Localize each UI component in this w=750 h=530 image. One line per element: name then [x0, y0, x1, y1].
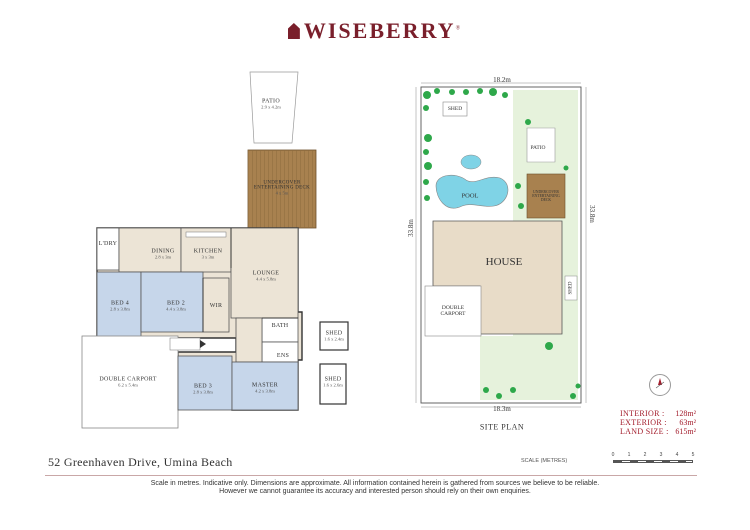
scale-tick: 1: [627, 452, 631, 458]
floor-plan: [81, 71, 349, 429]
area-row-interior: INTERIOR :128m²: [620, 409, 696, 418]
dining-room: [118, 227, 182, 273]
scale-label: SCALE (METRES): [521, 458, 568, 464]
wir-room: [202, 277, 230, 333]
site-dim-right: 33.8m: [588, 205, 596, 223]
scale-tick: 3: [659, 452, 663, 458]
site-dim-left: 33.8m: [407, 219, 415, 237]
site-dim-top: 18.2m: [493, 76, 511, 84]
scale-tick: 5: [691, 452, 695, 458]
entry-arrow-icon: [200, 340, 206, 348]
room-label-ensuite: ENS: [276, 353, 290, 359]
site-plan: [415, 82, 587, 408]
site-dim-bottom: 18.3m: [493, 405, 511, 413]
area-row-land: LAND SIZE :615m²: [620, 427, 696, 436]
site-shed-top: [442, 101, 468, 117]
site-label-patio: PATIO: [530, 145, 546, 151]
footer-divider: [45, 475, 697, 476]
site-trees: [423, 88, 581, 399]
site-deck: [526, 173, 566, 219]
bath-room: [261, 317, 299, 343]
site-plan-title: SITE PLAN: [479, 422, 525, 432]
area-row-exterior: EXTERIOR :63m²: [620, 418, 696, 427]
scale-tick: 2: [643, 452, 647, 458]
site-patio: [526, 127, 556, 163]
shed-room-2: [319, 363, 347, 405]
lounge-room: [230, 227, 299, 319]
carport-area: [81, 335, 179, 429]
ensuite-room: [261, 341, 299, 363]
scale-ticks: 0 1 2 3 4 5: [611, 452, 695, 460]
site-carport: [424, 285, 482, 337]
site-pool: [435, 174, 509, 209]
property-address: 52 Greenhaven Drive, Umina Beach: [48, 455, 233, 469]
room-label-wir: WIR: [209, 303, 223, 309]
site-label-house: HOUSE: [485, 256, 523, 268]
disclaimer-text: Scale in metres. Indicative only. Dimens…: [150, 480, 600, 495]
site-label-deck: UNDERCOVER ENTERTAINING DECK: [532, 190, 560, 202]
site-label-carport: DOUBLE CARPORT: [440, 305, 466, 317]
room-label-bath: BATH: [271, 323, 289, 329]
brand-name: WISEBERRY: [303, 18, 456, 43]
wiseberry-logo-icon: [287, 23, 300, 39]
brand-registered-mark: ®: [455, 25, 463, 32]
scale-tick: 0: [611, 452, 615, 458]
brand-logo: WISEBERRY®: [0, 18, 750, 44]
patio-area: [249, 71, 299, 144]
laundry-room: [96, 227, 120, 271]
room-label-laundry: L'DRY: [98, 241, 118, 247]
scale-bar: [613, 460, 693, 463]
compass-ring: [649, 374, 671, 396]
shed-room-1: [319, 321, 349, 351]
scale-tick: 4: [675, 452, 679, 458]
master-room: [231, 361, 299, 411]
site-label-shed-side: SHED: [568, 281, 574, 295]
site-label-shed-top: SHED: [447, 106, 463, 112]
bed3-room: [177, 355, 233, 411]
site-label-pool: POOL: [461, 192, 479, 200]
site-shed-side: [564, 275, 578, 301]
area-summary: INTERIOR :128m² EXTERIOR :63m² LAND SIZE…: [620, 409, 696, 436]
